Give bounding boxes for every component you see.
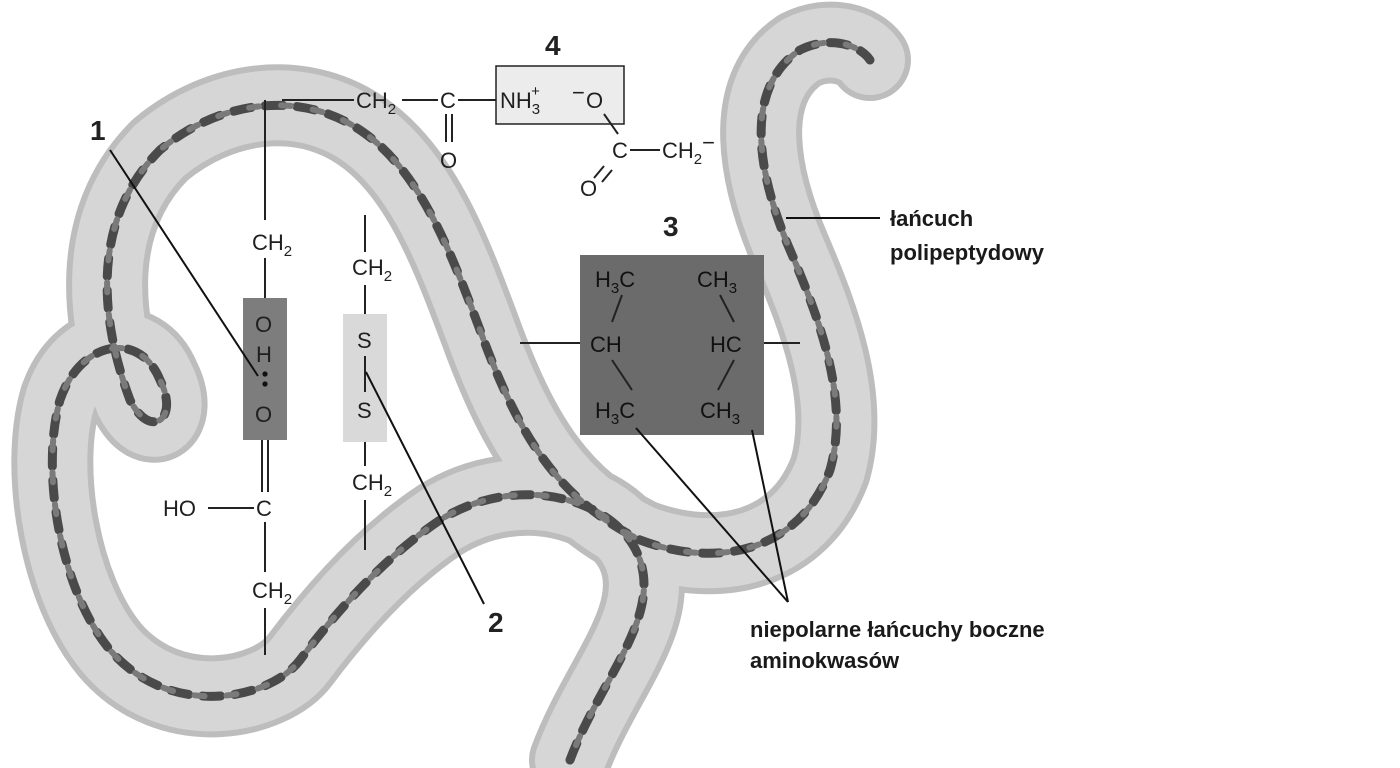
nh3-label: NH3+ (500, 83, 540, 118)
pointer-line-1 (109, 149, 259, 377)
ch3-top-label: CH3 (697, 267, 737, 297)
label-number-1: 1 (90, 115, 106, 146)
ch3-bottom-label: CH3 (700, 398, 740, 428)
side-chain-caption-line1: niepolarne łańcuchy boczne (750, 617, 1045, 642)
chain-caption-line1: łańcuch (890, 206, 973, 231)
hydrogen-bond-group: CH2 O H O HO C CH2 (163, 100, 292, 655)
ho-label: HO (163, 496, 196, 521)
carbon-left-label: C (440, 88, 456, 113)
sulfur-1-label: S (357, 328, 372, 353)
hc-label: HC (710, 332, 742, 357)
oxygen-minus-label: O (586, 88, 603, 113)
oxygen-top-label: O (255, 312, 272, 337)
carbon-right-label: C (612, 138, 628, 163)
disulfide-bond-group: CH2 S S CH2 (343, 215, 392, 550)
sulfur-2-label: S (357, 398, 372, 423)
oxygen-right-label: O (580, 176, 597, 201)
pointer-line-side-2 (751, 429, 789, 603)
ch-label: CH (590, 332, 622, 357)
ionic-bond-group: CH2 C O NH3+ − O C O CH2− (282, 65, 715, 201)
pointer-line-2 (365, 371, 485, 605)
ch2-top-label: CH2 (252, 230, 292, 260)
label-number-2: 2 (488, 607, 504, 638)
ch2-top-s-label: CH2 (352, 255, 392, 285)
polypeptide-tube (11, 1, 911, 768)
oxygen-bottom-label: O (255, 402, 272, 427)
minus-sign: − (572, 80, 585, 105)
ch2-ionic-label: CH2 (356, 88, 396, 118)
label-number-4: 4 (545, 30, 561, 61)
carbon-label: C (256, 496, 272, 521)
hydrophobic-box (580, 255, 764, 435)
pointer-line-side-1 (635, 427, 789, 603)
ch2-bottom-label: CH2 (252, 578, 292, 608)
label-number-3: 3 (663, 211, 679, 242)
ionic-box (495, 65, 625, 125)
oxygen-left-label: O (440, 148, 457, 173)
hydrophobic-interaction-group: H3C CH3 CH HC H3C CH3 (520, 255, 800, 435)
h3c-top-label: H3C (595, 267, 635, 297)
hydrogen-label: H (256, 342, 272, 367)
h3c-bottom-label: H3C (595, 398, 635, 428)
hydrogen-bond-box (243, 298, 287, 440)
chain-caption-line2: polipeptydowy (890, 240, 1045, 265)
side-chain-caption-line2: aminokwasów (750, 648, 900, 673)
ch2-bottom-s-label: CH2 (352, 470, 392, 500)
ch2-right-label: CH2− (662, 130, 715, 168)
